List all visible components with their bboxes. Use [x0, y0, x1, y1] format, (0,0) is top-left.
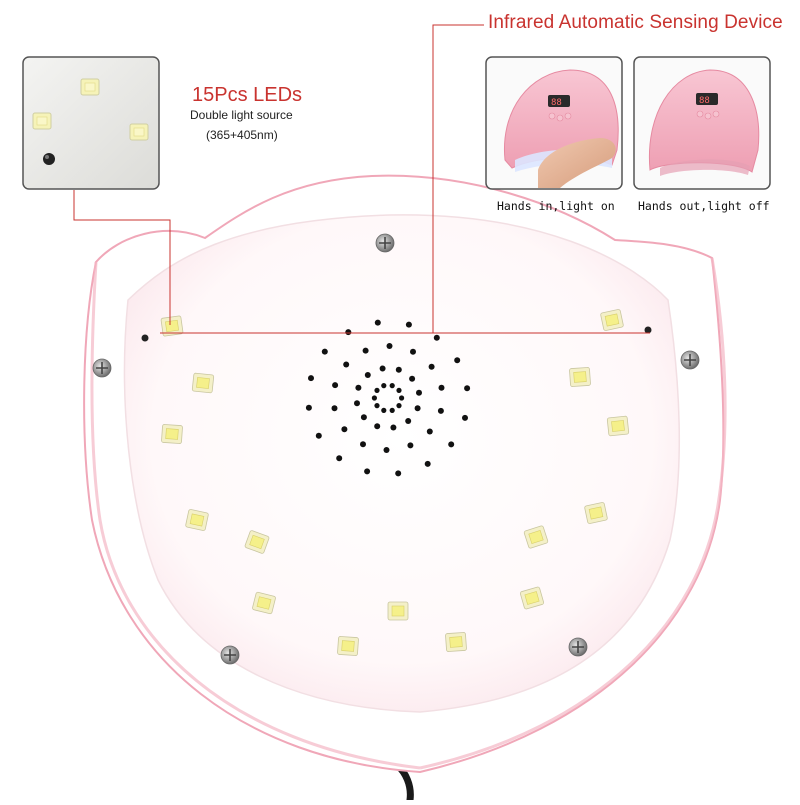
vent-hole — [364, 468, 371, 475]
vent-hole — [336, 455, 343, 462]
hands-out-display: 88 — [699, 96, 710, 106]
leds-callout-wavelength: (365+405nm) — [206, 128, 278, 142]
vent-hole — [360, 441, 366, 448]
vent-hole — [399, 395, 405, 401]
led-chip — [160, 315, 184, 337]
screw-right — [680, 350, 700, 370]
vent-hole — [332, 382, 339, 389]
vent-hole — [437, 407, 444, 414]
vent-hole — [381, 383, 387, 389]
screw-left — [92, 358, 112, 378]
leds-callout-subtitle: Double light source — [190, 108, 293, 122]
vent-hole — [395, 366, 402, 373]
vent-hole — [407, 442, 414, 449]
vent-hole — [405, 418, 412, 424]
led-chip — [244, 530, 270, 554]
vent-hole — [374, 423, 381, 430]
vent-hole — [379, 365, 386, 372]
screw-bottom-right — [568, 637, 588, 657]
vent-hole — [374, 387, 380, 393]
ventilation-holes — [305, 319, 471, 477]
led-chip — [337, 636, 359, 656]
vent-hole — [389, 407, 395, 413]
inset-sensor-hole — [43, 153, 55, 165]
led-chip — [584, 502, 608, 524]
vent-hole — [390, 424, 397, 431]
vent-hole — [405, 321, 412, 328]
hands-in-caption: Hands in,light on — [497, 199, 615, 213]
vent-hole — [395, 470, 402, 477]
led-chip — [600, 309, 624, 331]
vent-hole — [424, 460, 431, 467]
sensor-callout-title: Infrared Automatic Sensing Device — [488, 12, 783, 33]
led-detail-inset — [22, 56, 160, 190]
sensor-hole-left — [141, 334, 149, 342]
sensor-callout-line — [432, 24, 484, 333]
vent-hole — [381, 407, 387, 413]
callout-lines — [73, 24, 650, 334]
led-chip — [519, 586, 545, 610]
vent-hole — [389, 383, 395, 389]
leds-callout-title: 15Pcs LEDs — [192, 84, 303, 106]
vent-hole — [308, 375, 314, 382]
led-chip — [252, 591, 276, 615]
vent-hole — [345, 329, 352, 336]
led-chip — [569, 367, 591, 387]
vent-hole — [321, 348, 328, 355]
hands-in-display: 88 — [551, 98, 562, 108]
screw-top — [375, 233, 395, 253]
vent-hole — [371, 395, 377, 401]
vent-hole — [448, 441, 455, 448]
vent-hole — [414, 405, 421, 412]
vent-hole — [364, 372, 371, 378]
vent-hole — [315, 432, 322, 439]
led-chip — [523, 525, 549, 549]
led-chip — [191, 372, 215, 394]
hand-image — [538, 138, 616, 188]
vent-hole — [386, 343, 393, 349]
vent-hole — [331, 405, 338, 412]
lamp-shell — [83, 174, 727, 774]
vent-hole — [462, 414, 468, 421]
vent-hole — [341, 426, 348, 433]
hands-in-inset: 88 — [485, 56, 623, 190]
vent-hole — [454, 357, 461, 364]
led-array — [160, 309, 630, 656]
vent-hole — [409, 375, 416, 382]
vent-hole — [433, 334, 440, 341]
vent-hole — [354, 400, 360, 407]
sensor-hole-right — [644, 326, 652, 334]
led-chip — [387, 601, 409, 621]
led-chip — [445, 632, 467, 652]
vent-hole — [383, 447, 390, 453]
vent-hole — [360, 414, 367, 421]
vent-hole — [426, 428, 433, 435]
vent-hole — [362, 347, 369, 354]
inset-led — [32, 112, 52, 130]
vent-hole — [396, 387, 402, 393]
led-chip — [606, 415, 630, 437]
leds-callout-line — [73, 190, 171, 325]
inset-led — [80, 78, 100, 96]
inset-led — [129, 123, 149, 141]
vent-hole — [355, 384, 362, 391]
vent-hole — [305, 404, 312, 411]
vent-hole — [396, 403, 402, 409]
led-chip — [185, 509, 209, 531]
vent-hole — [374, 403, 380, 409]
led-chip — [161, 424, 183, 444]
vent-hole — [438, 384, 445, 391]
vent-hole — [410, 348, 416, 355]
screw-bottom-left — [220, 645, 240, 665]
vent-hole — [428, 363, 435, 370]
vent-hole — [464, 385, 471, 392]
vent-hole — [343, 361, 350, 368]
vent-hole — [416, 389, 422, 396]
hands-out-inset: 88 — [633, 56, 771, 190]
vent-hole — [374, 319, 381, 326]
hands-out-caption: Hands out,light off — [638, 199, 770, 213]
